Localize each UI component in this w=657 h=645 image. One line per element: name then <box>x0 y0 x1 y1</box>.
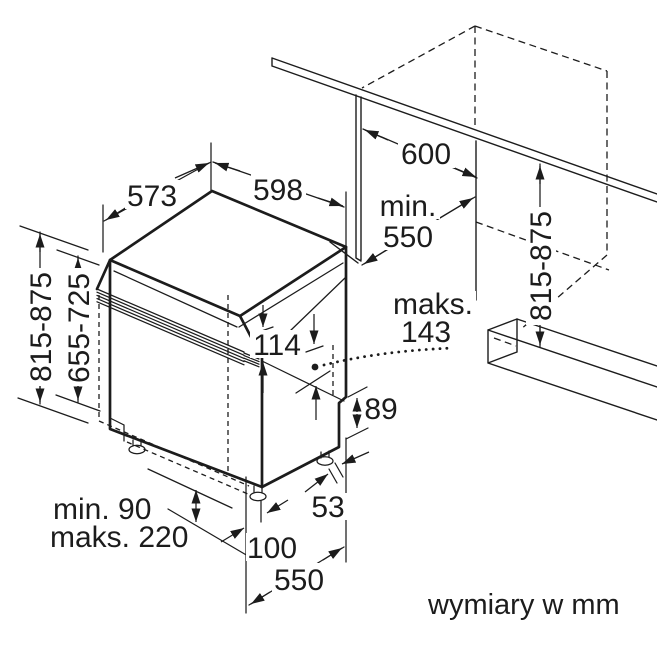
hidden-furniture-panel-dashed <box>98 295 334 495</box>
label-base-depth: 550 <box>274 564 324 597</box>
label-max-word: maks. <box>393 288 473 321</box>
unit-note: wymiary w mm <box>427 589 620 621</box>
dishwasher-panel-lines <box>96 262 347 442</box>
label-niche-depth-min: min. <box>380 190 437 223</box>
label-max-value: 143 <box>401 316 451 349</box>
dishwasher-outline <box>95 189 348 489</box>
label-niche-width: 600 <box>401 138 451 171</box>
label-foot-inset-side: 53 <box>311 491 344 524</box>
plinth-board <box>487 318 657 421</box>
label-top-width: 598 <box>253 174 303 207</box>
dimension-labels: 573 598 600 min. 550 815-875 655-725 114… <box>25 138 620 621</box>
label-plinth-min: min. 90 <box>53 493 151 526</box>
label-height-overall-left: 815-875 <box>25 272 58 382</box>
label-top-depth: 573 <box>127 180 177 213</box>
label-niche-depth-value: 550 <box>383 221 433 254</box>
adjustable-feet <box>128 439 334 502</box>
label-rear-step-height: 89 <box>364 393 397 426</box>
label-plinth-max: maks. 220 <box>50 521 188 554</box>
max-143-leader <box>311 346 455 371</box>
label-control-panel-height: 114 <box>253 329 301 362</box>
extension-lines <box>17 142 369 614</box>
label-door-panel-height: 655-725 <box>63 273 96 383</box>
niche-side-panel <box>329 94 477 301</box>
countertop <box>271 57 657 203</box>
label-height-overall-right: 815-875 <box>525 211 558 321</box>
label-foot-inset-front: 100 <box>247 532 297 565</box>
